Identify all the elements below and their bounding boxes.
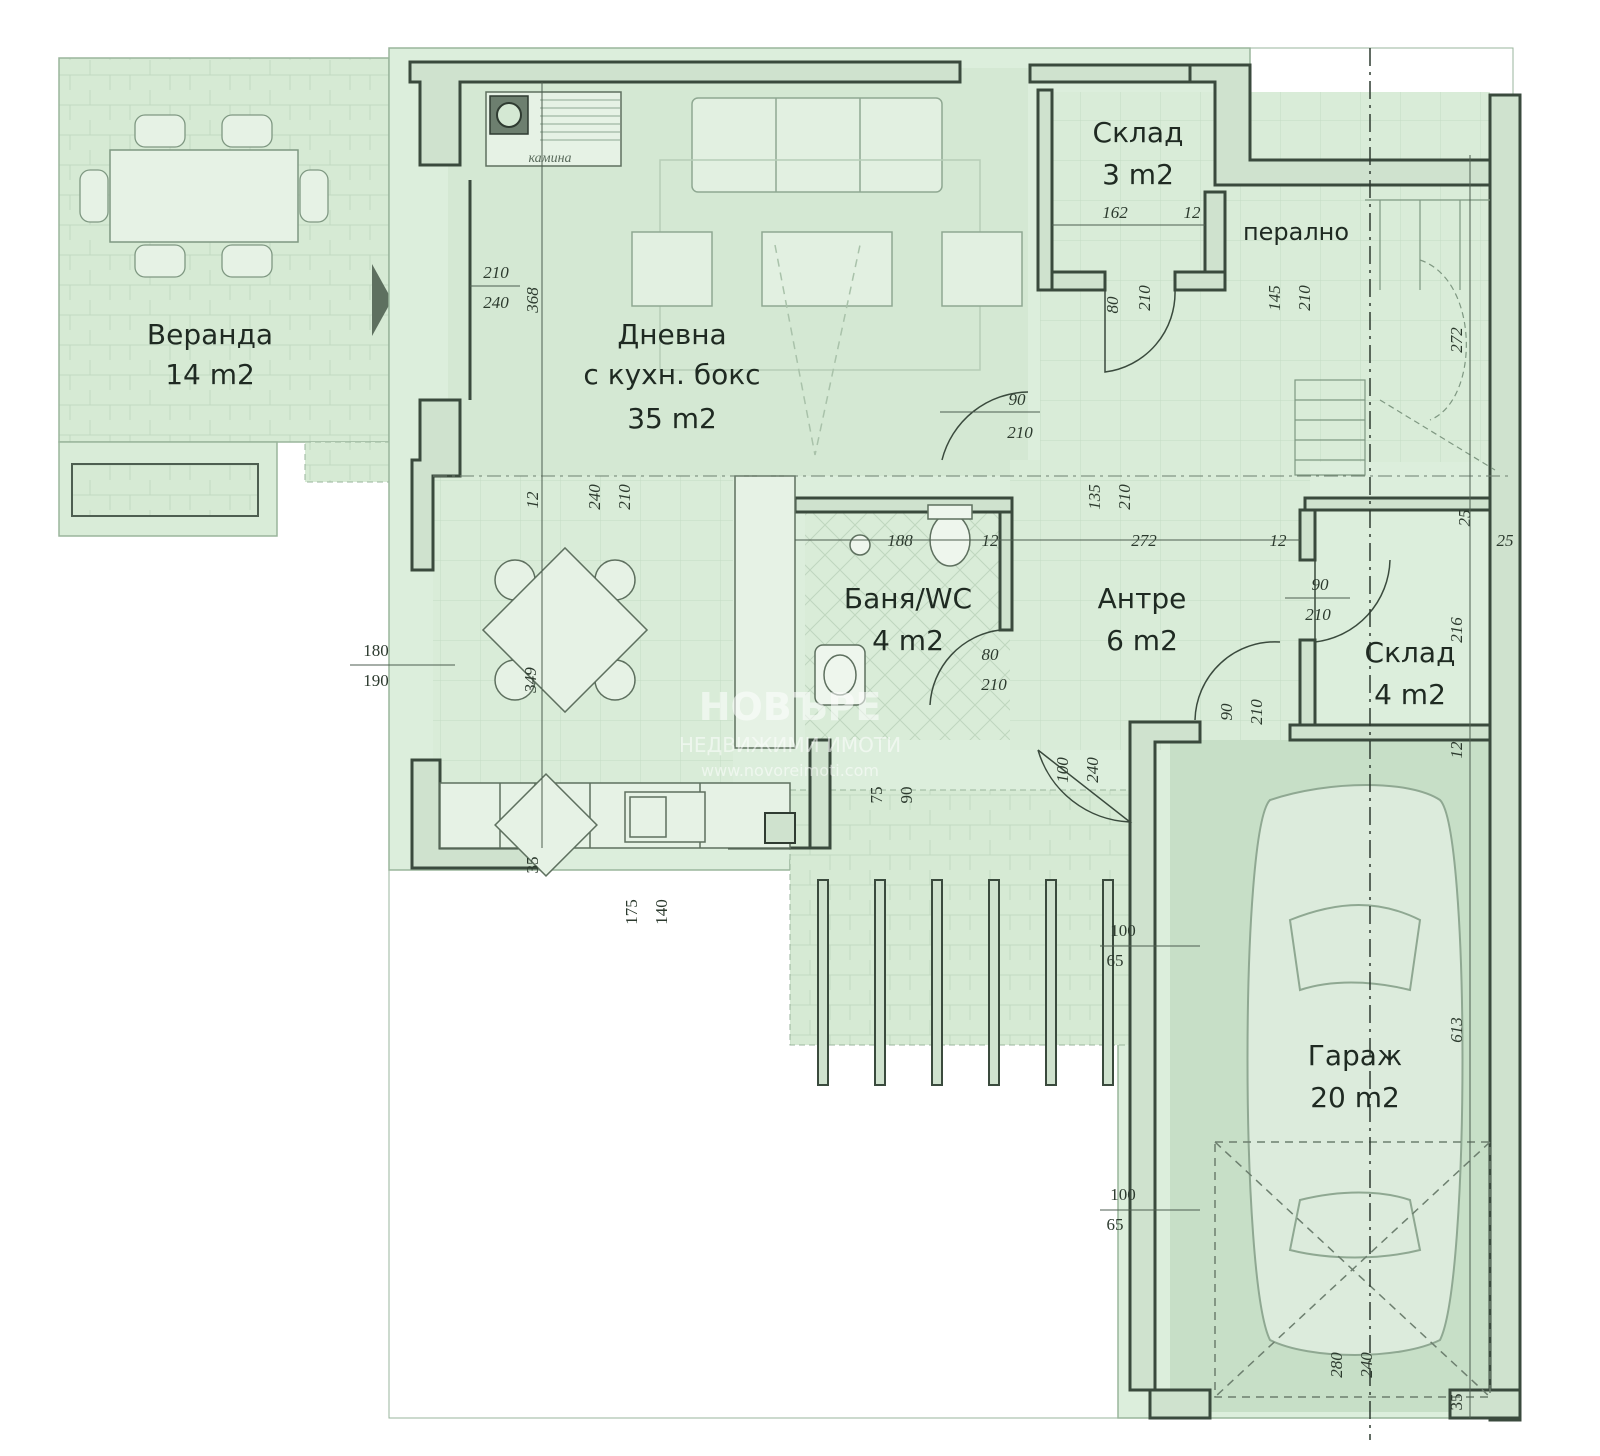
veranda-name: Веранда (147, 318, 273, 351)
garage-area: 20 m2 (1310, 1081, 1400, 1114)
dim: 613 (1447, 1017, 1466, 1043)
pergola (817, 879, 1114, 1086)
dim: 240 (483, 293, 509, 312)
dim: 12 (523, 491, 542, 509)
living-furniture (631, 97, 1023, 456)
car-icon (1246, 784, 1464, 1356)
fireplace: камина (485, 91, 622, 167)
garage-name: Гараж (1308, 1039, 1402, 1072)
dim: 240 (1083, 757, 1102, 783)
dim: 210 (1305, 605, 1331, 624)
walls (408, 60, 1522, 1422)
dim: 12 (1447, 741, 1466, 759)
dim: 240 (1357, 1352, 1376, 1378)
veranda-area (58, 57, 392, 537)
dim: 35 (523, 857, 542, 874)
watermark-brand: НОВЪРЕ (699, 685, 882, 729)
hall-area: 6 m2 (1106, 624, 1178, 657)
dim: 210 (1295, 285, 1314, 311)
dim: 210 (1135, 285, 1154, 311)
doors (468, 180, 1391, 823)
dim: 35 (1447, 1394, 1466, 1411)
dim: 210 (1115, 484, 1134, 510)
dim: 100 (1053, 757, 1072, 783)
storage-right-area: 4 m2 (1374, 678, 1446, 711)
watermark-tagline: НЕДВИЖИМИ ИМОТИ (679, 733, 901, 757)
dim: 80 (982, 645, 1000, 664)
dim: 140 (652, 899, 671, 925)
dim: 190 (363, 671, 389, 690)
dim: 100 (1110, 921, 1136, 940)
bath-name: Баня/WC (844, 582, 972, 615)
dim: 80 (1103, 296, 1122, 314)
dim: 90 (1009, 390, 1027, 409)
laundry-name: перално (1243, 218, 1349, 246)
dim: 65 (1107, 1215, 1124, 1234)
hall-name: Антре (1098, 582, 1187, 615)
dim: 162 (1102, 203, 1128, 222)
dim: 90 (1312, 575, 1330, 594)
stairs (1294, 199, 1496, 476)
living-area: 35 m2 (627, 402, 717, 435)
bath-area: 4 m2 (872, 624, 944, 657)
living-name2: с кухн. бокс (583, 358, 760, 391)
dim: 25 (1455, 510, 1474, 527)
storage-top-area: 3 m2 (1102, 158, 1174, 191)
dim: 180 (363, 641, 389, 660)
dim: 210 (981, 675, 1007, 694)
dim: 210 (1007, 423, 1033, 442)
dim: 25 (1497, 531, 1514, 550)
dim: 349 (521, 667, 540, 694)
storage-right-name: Склад (1365, 636, 1456, 669)
dim: 240 (585, 484, 604, 510)
dim: 368 (523, 287, 542, 314)
dim: 210 (483, 263, 509, 282)
fireplace-label: камина (528, 151, 571, 166)
living-name: Дневна (617, 318, 726, 351)
watermark-url: www.novoreimoti.com (701, 761, 879, 780)
dim: 135 (1085, 484, 1104, 510)
room-labels: Веранда 14 m2 Дневна с кухн. бокс 35 m2 … (147, 116, 1456, 1114)
storage-top-name: Склад (1093, 116, 1184, 149)
dim: 12 (1184, 203, 1202, 222)
dim: 216 (1447, 617, 1466, 643)
dining-table (481, 546, 649, 714)
kitchen-furniture (439, 475, 796, 877)
watermark: НОВЪРЕ НЕДВИЖИМИ ИМОТИ www.novoreimoti.c… (679, 685, 901, 780)
dim: 272 (1447, 327, 1466, 353)
dim: 280 (1327, 1352, 1346, 1378)
dim: 65 (1107, 951, 1124, 970)
dim: 210 (1247, 699, 1266, 725)
dim: 75 (867, 787, 886, 804)
garage-door-swing (1214, 1141, 1491, 1398)
dim: 100 (1110, 1185, 1136, 1204)
dim: 210 (615, 484, 634, 510)
dim: 145 (1265, 285, 1284, 311)
veranda-area: 14 m2 (165, 358, 255, 391)
veranda-chairs (79, 114, 329, 278)
dim: 90 (1217, 703, 1236, 721)
dimension-labels: 210 240 368 90 210 162 12 80 210 145 210… (363, 203, 1513, 1411)
dim: 90 (897, 787, 916, 804)
dimension-lines (350, 82, 1471, 1418)
dim: 175 (622, 899, 641, 925)
